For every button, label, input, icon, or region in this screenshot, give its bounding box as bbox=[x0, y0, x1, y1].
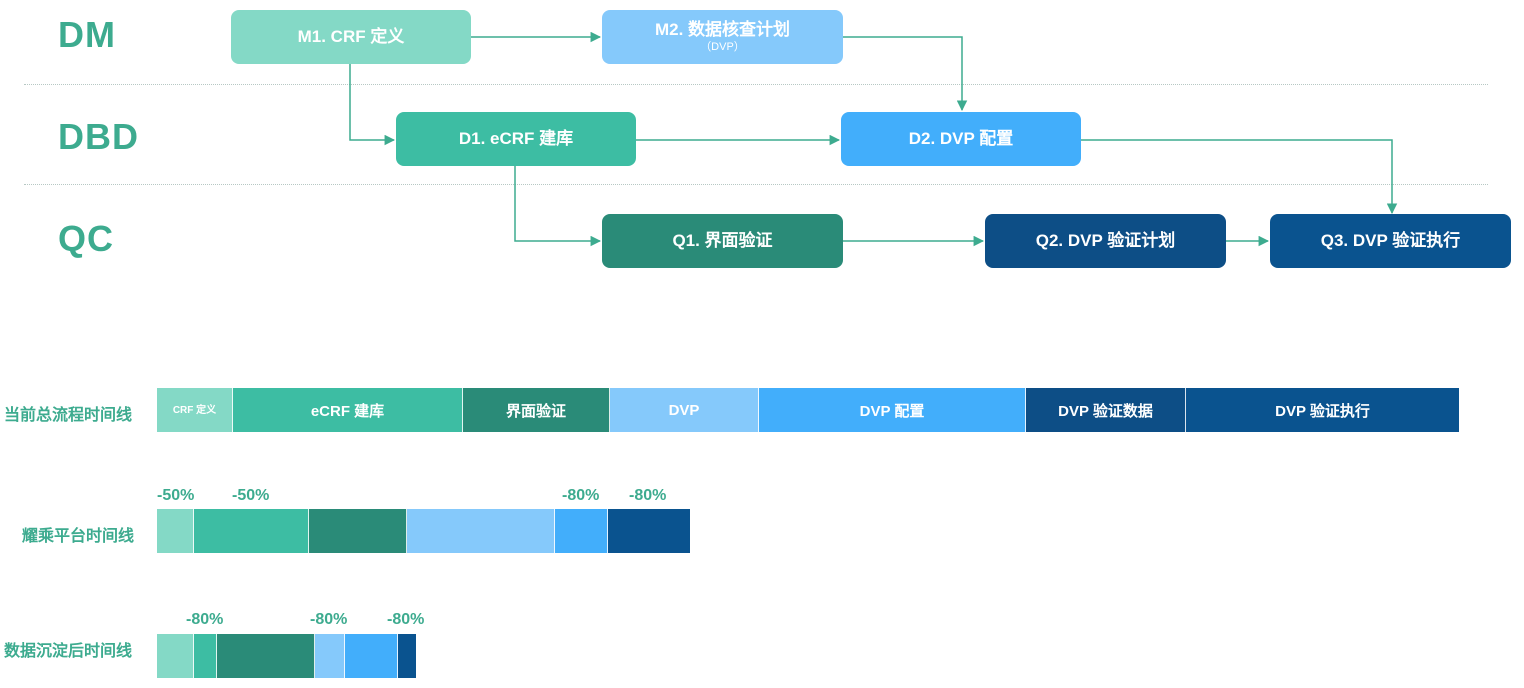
timeline-segment bbox=[194, 509, 309, 553]
timeline-segment bbox=[309, 509, 407, 553]
segment-label: DVP bbox=[668, 401, 700, 419]
arrow-d1-q1 bbox=[514, 166, 602, 247]
reduction-annotation: -80% bbox=[310, 611, 348, 628]
segment-label: 界面验证 bbox=[505, 402, 566, 420]
node-label: M1. CRF 定义 bbox=[297, 27, 405, 47]
timeline-segment bbox=[608, 509, 690, 553]
timeline-bar-sedimented bbox=[157, 634, 416, 678]
segment-label: DVP 验证数据 bbox=[1058, 402, 1153, 420]
arrow-d2-q3 bbox=[1081, 139, 1398, 215]
node-sublabel: （DVP） bbox=[700, 41, 745, 54]
reduction-annotation: -80% bbox=[629, 487, 667, 504]
reduction-annotation: -80% bbox=[387, 611, 425, 628]
timeline-label-platform: 耀乘平台时间线 bbox=[22, 528, 135, 545]
timeline-bar-platform bbox=[157, 509, 690, 553]
node-label: D2. DVP 配置 bbox=[908, 129, 1014, 149]
reduction-annotation: -80% bbox=[186, 611, 224, 628]
node-label: D1. eCRF 建库 bbox=[458, 129, 574, 149]
node-label: M2. 数据核查计划 bbox=[654, 19, 791, 39]
segment-label: eCRF 建库 bbox=[310, 402, 385, 420]
segment-label: CRF 定义 bbox=[172, 404, 217, 416]
node-label: Q1. 界面验证 bbox=[672, 231, 773, 251]
node-q1-ui-validation: Q1. 界面验证 bbox=[602, 214, 843, 268]
timeline-segment bbox=[157, 634, 194, 678]
node-label: Q2. DVP 验证计划 bbox=[1035, 231, 1176, 251]
timeline-segment: DVP bbox=[610, 388, 759, 432]
node-q2-dvp-validation-plan: Q2. DVP 验证计划 bbox=[985, 214, 1226, 268]
timeline-segment bbox=[315, 634, 345, 678]
node-d1-ecrf-build: D1. eCRF 建库 bbox=[396, 112, 636, 166]
timeline-segment: eCRF 建库 bbox=[233, 388, 463, 432]
reduction-annotation: -80% bbox=[562, 487, 600, 504]
timeline-segment: DVP 验证数据 bbox=[1026, 388, 1186, 432]
segment-label: DVP 配置 bbox=[859, 402, 925, 420]
node-q3-dvp-validation-exec: Q3. DVP 验证执行 bbox=[1270, 214, 1511, 268]
timeline-segment bbox=[157, 509, 194, 553]
reduction-annotation: -50% bbox=[232, 487, 270, 504]
timeline-segment bbox=[398, 634, 416, 678]
node-m2-data-check-plan: M2. 数据核查计划 （DVP） bbox=[602, 10, 843, 64]
timeline-segment: CRF 定义 bbox=[157, 388, 233, 432]
timeline-segment: DVP 配置 bbox=[759, 388, 1026, 432]
timeline-label-current: 当前总流程时间线 bbox=[4, 407, 133, 424]
segment-label: DVP 验证执行 bbox=[1275, 402, 1370, 420]
flow-connectors bbox=[349, 31, 1398, 247]
reduction-annotation: -50% bbox=[157, 487, 195, 504]
lane-label-dm: DM bbox=[58, 14, 116, 55]
lane-label-dbd: DBD bbox=[58, 116, 139, 157]
lane-divider bbox=[24, 84, 1488, 85]
timeline-segment bbox=[194, 634, 217, 678]
lane-label-qc: QC bbox=[58, 218, 114, 259]
timeline-segment bbox=[555, 509, 608, 553]
arrow-m2-d2 bbox=[843, 36, 968, 112]
timeline-bar-current: CRF 定义 eCRF 建库 界面验证 DVP DVP 配置 DVP 验证数据 … bbox=[157, 388, 1459, 432]
timeline-segment: DVP 验证执行 bbox=[1186, 388, 1459, 432]
timeline-segment: 界面验证 bbox=[463, 388, 610, 432]
timeline-segment bbox=[345, 634, 398, 678]
lane-divider bbox=[24, 184, 1488, 185]
node-label: Q3. DVP 验证执行 bbox=[1320, 231, 1461, 251]
node-d2-dvp-config: D2. DVP 配置 bbox=[841, 112, 1081, 166]
timeline-segment bbox=[217, 634, 315, 678]
timeline-label-sedimented: 数据沉淀后时间线 bbox=[4, 643, 133, 660]
timeline-segment bbox=[407, 509, 555, 553]
arrow-m1-d1 bbox=[349, 64, 396, 146]
node-m1-crf-definition: M1. CRF 定义 bbox=[231, 10, 471, 64]
